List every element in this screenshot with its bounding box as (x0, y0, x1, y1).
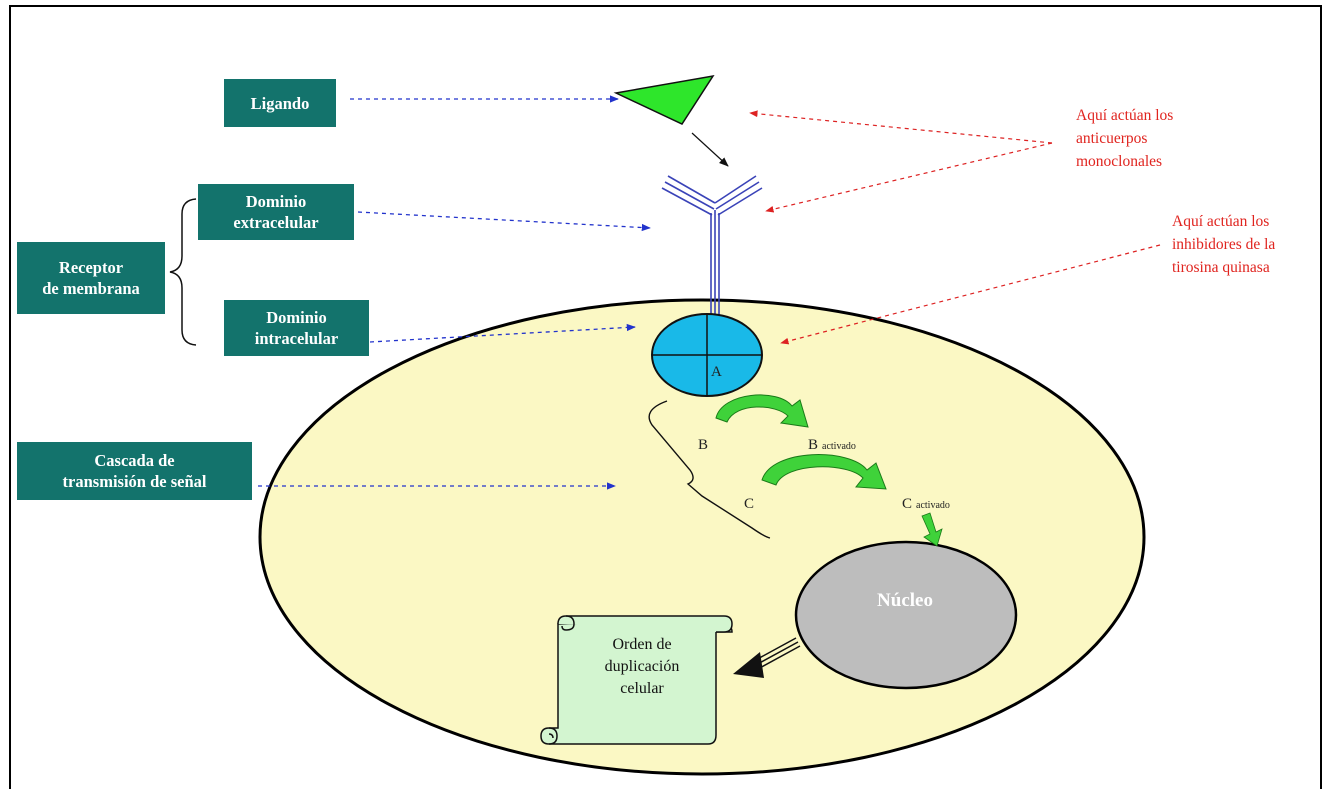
receptor-membrana-box: Receptor de membrana (17, 242, 165, 314)
label-c: C (744, 496, 755, 512)
cascade-brace (648, 400, 771, 539)
anticuerpos-note: Aquí actúan los anticuerpos monoclonales (1076, 107, 1174, 170)
label-b-activado-sub: activado (822, 441, 856, 452)
dominio-intracelular-box: Dominio intracelular (224, 300, 369, 356)
inhibidores-note: Aquí actúan los inhibidores de la tirosi… (1172, 213, 1276, 276)
ligando-label: Ligando (250, 93, 310, 113)
label-b-activado-main: B (808, 437, 819, 453)
ligand-binding-arrow (691, 132, 729, 167)
cascada-label: Cascada de transmisión de señal (62, 451, 207, 491)
ligando-box: Ligando (224, 79, 336, 127)
anticuerpos-pointer-ligand (749, 110, 1053, 144)
scroll-shape (540, 615, 733, 745)
dominio-extracelular-label: Dominio extracelular (233, 192, 319, 232)
label-b: B (698, 437, 709, 453)
nucleus-ellipse (794, 540, 1018, 690)
receptor-brace (169, 198, 197, 346)
activation-arrow-c (761, 454, 887, 490)
extracelular-pointer (357, 211, 651, 232)
nucleus-order-arrow (733, 637, 801, 678)
kinase-label-a: A (711, 364, 722, 380)
dominio-intracelular-label: Dominio intracelular (254, 308, 339, 348)
activation-arrow-b (715, 394, 809, 428)
anticuerpos-pointer-receptor (765, 142, 1053, 213)
dominio-extracelular-box: Dominio extracelular (198, 184, 354, 240)
ligand-triangle (613, 74, 715, 125)
activation-arrow-nucleus (921, 512, 943, 547)
diagram-frame (9, 5, 1322, 789)
receptor-y-shape (661, 175, 763, 318)
receptor-membrana-label: Receptor de membrana (42, 258, 140, 298)
cascada-box: Cascada de transmisión de señal (17, 442, 252, 500)
label-c-activado-main: C (902, 496, 913, 512)
inhibidores-pointer (780, 244, 1161, 345)
label-c-activado-sub: activado (916, 500, 950, 511)
nucleus-label: Núcleo (877, 590, 933, 611)
scroll-text: Orden de duplicación celular (604, 636, 680, 697)
